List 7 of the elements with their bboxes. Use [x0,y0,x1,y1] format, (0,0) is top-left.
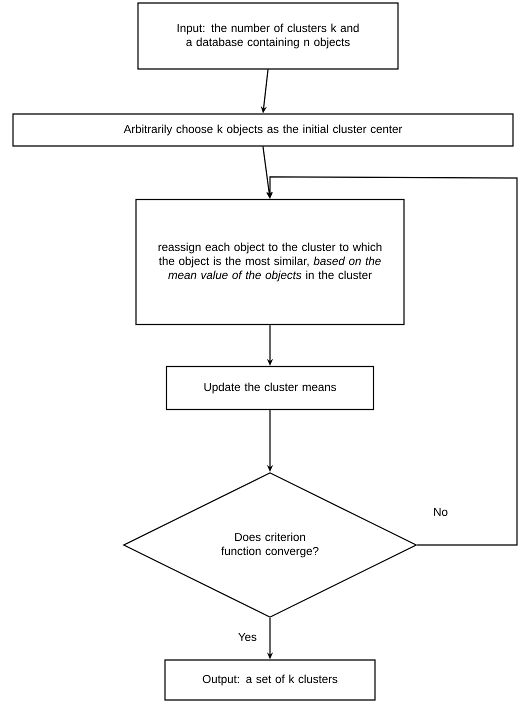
process-box: Output: a set of k clusters [164,659,376,701]
process-box: Arbitrarily choose k objects as the initial cluster center [12,113,514,147]
edge-label: Yes [237,632,258,642]
process-box: Update the cluster means [166,366,374,410]
edge-label: No [432,507,449,518]
process-box: reassign each object to the cluster to which the object is the most similar, based on the mean value of the objects in the cluster [135,198,405,326]
process-box: Input: the number of clusters k and a database containing n objects [137,2,399,70]
